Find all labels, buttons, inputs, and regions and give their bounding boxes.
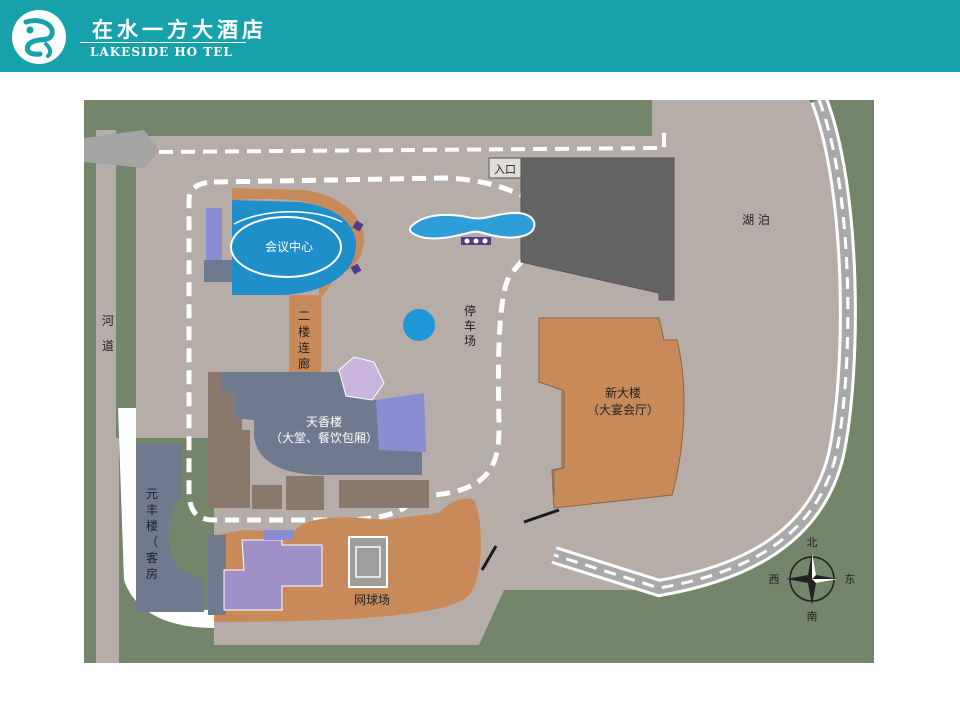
tianxiang-lobby — [338, 356, 385, 401]
yuanfeng-label-char-4: （ — [146, 535, 158, 549]
compass-west: 西 — [769, 573, 780, 586]
yuanfeng-building[interactable] — [136, 444, 204, 612]
compass-east: 东 — [845, 573, 856, 586]
tianxiang-south-block — [286, 476, 324, 510]
swimming-pool[interactable] — [408, 211, 536, 240]
tianxiang-east-wing — [376, 393, 426, 452]
corridor-label-char-3: 连 — [298, 340, 310, 355]
compass-icon: 北 南 西 东 — [769, 536, 856, 623]
brand-english-name: LAKESIDE HO TEL — [90, 45, 233, 59]
service-road-mark — [480, 545, 498, 571]
parking-label-char-3: 场 — [464, 334, 476, 348]
parking-label-char-2: 车 — [464, 318, 476, 333]
corridor-label: 二 楼 连 廊 — [298, 309, 310, 371]
pool-deck-dot — [473, 238, 479, 244]
tianxiang-sublabel: （大堂、餐饮包厢） — [270, 430, 378, 445]
conference-annex-base — [204, 260, 232, 282]
brand-chinese-name: 在水一方大酒店 — [92, 17, 267, 42]
lavender-block — [264, 530, 294, 540]
tianxiang-south-block — [252, 485, 282, 509]
brand-divider — [80, 42, 246, 43]
pool-deck-dot — [482, 238, 488, 244]
hotel-logo-icon — [12, 10, 66, 64]
road-arrow — [84, 130, 159, 168]
yuanfeng-label-char-5: 客 — [146, 550, 158, 565]
dark-block — [520, 157, 675, 301]
conference-brown-arc — [232, 188, 365, 297]
lakeside-road-dash — [553, 100, 850, 590]
service-road-mark — [523, 508, 560, 524]
yuanfeng-label-char-6: 房 — [146, 566, 158, 581]
corridor-label-char-4: 廊 — [298, 356, 310, 371]
tianxiang-building[interactable] — [222, 372, 422, 475]
corridor-label-char-2: 楼 — [298, 324, 310, 339]
yuanfeng-label-char-3: 楼 — [146, 518, 158, 533]
river-label-char-1: 河 — [102, 314, 114, 328]
tennis-court-lines — [355, 546, 381, 578]
yuanfeng-link-block — [208, 535, 226, 615]
yuanfeng-label: 元 丰 楼 （ 客 房 — [146, 487, 158, 581]
second-floor-corridor[interactable] — [289, 295, 321, 377]
conference-marker — [350, 263, 362, 275]
tennis-court-label: 网球场 — [354, 593, 390, 607]
left-road — [118, 408, 214, 628]
new-building-sublabel: （大宴会厅） — [587, 402, 659, 417]
tianxiang-south-block — [339, 480, 429, 508]
top-road-dash — [158, 130, 666, 154]
new-building[interactable] — [538, 317, 685, 509]
conference-center-label: 会议中心 — [265, 239, 313, 254]
lake-label: 湖 泊 — [742, 212, 770, 227]
tianxiang-label: 天香楼 — [306, 414, 342, 429]
conference-hall — [230, 216, 342, 278]
river-road-label: 河 道 — [102, 314, 114, 353]
parking-lot-label: 停 车 场 — [464, 303, 476, 348]
fountain — [403, 309, 435, 341]
pool-deck-dot — [464, 238, 470, 244]
entrance-label: 入口 — [494, 163, 516, 176]
tianxiang-southwest-block — [208, 430, 250, 508]
conference-marker — [352, 220, 364, 232]
corridor-label-char-1: 二 — [298, 309, 310, 323]
tennis-court[interactable] — [348, 536, 388, 588]
new-building-label: 新大楼 — [605, 385, 641, 400]
conference-seating-arc — [233, 211, 343, 225]
compass-south: 南 — [807, 610, 818, 623]
yuanfeng-label-char-1: 元 — [146, 487, 158, 501]
lavender-block — [223, 539, 323, 611]
inner-loop-road — [186, 175, 547, 523]
lake-area — [544, 100, 840, 590]
header-bar: 在水一方大酒店 LAKESIDE HO TEL — [0, 0, 960, 72]
site-map: 入口 会议中心 二 楼 连 廊 停 车 场 河 道 湖 泊 天香 — [84, 100, 874, 663]
new-building-outline — [553, 390, 565, 496]
river-label-char-2: 道 — [102, 339, 114, 353]
conference-annex — [206, 208, 222, 260]
parking-label-char-1: 停 — [464, 303, 476, 318]
compass-north: 北 — [807, 536, 818, 549]
yuanfeng-label-char-2: 丰 — [146, 503, 158, 517]
